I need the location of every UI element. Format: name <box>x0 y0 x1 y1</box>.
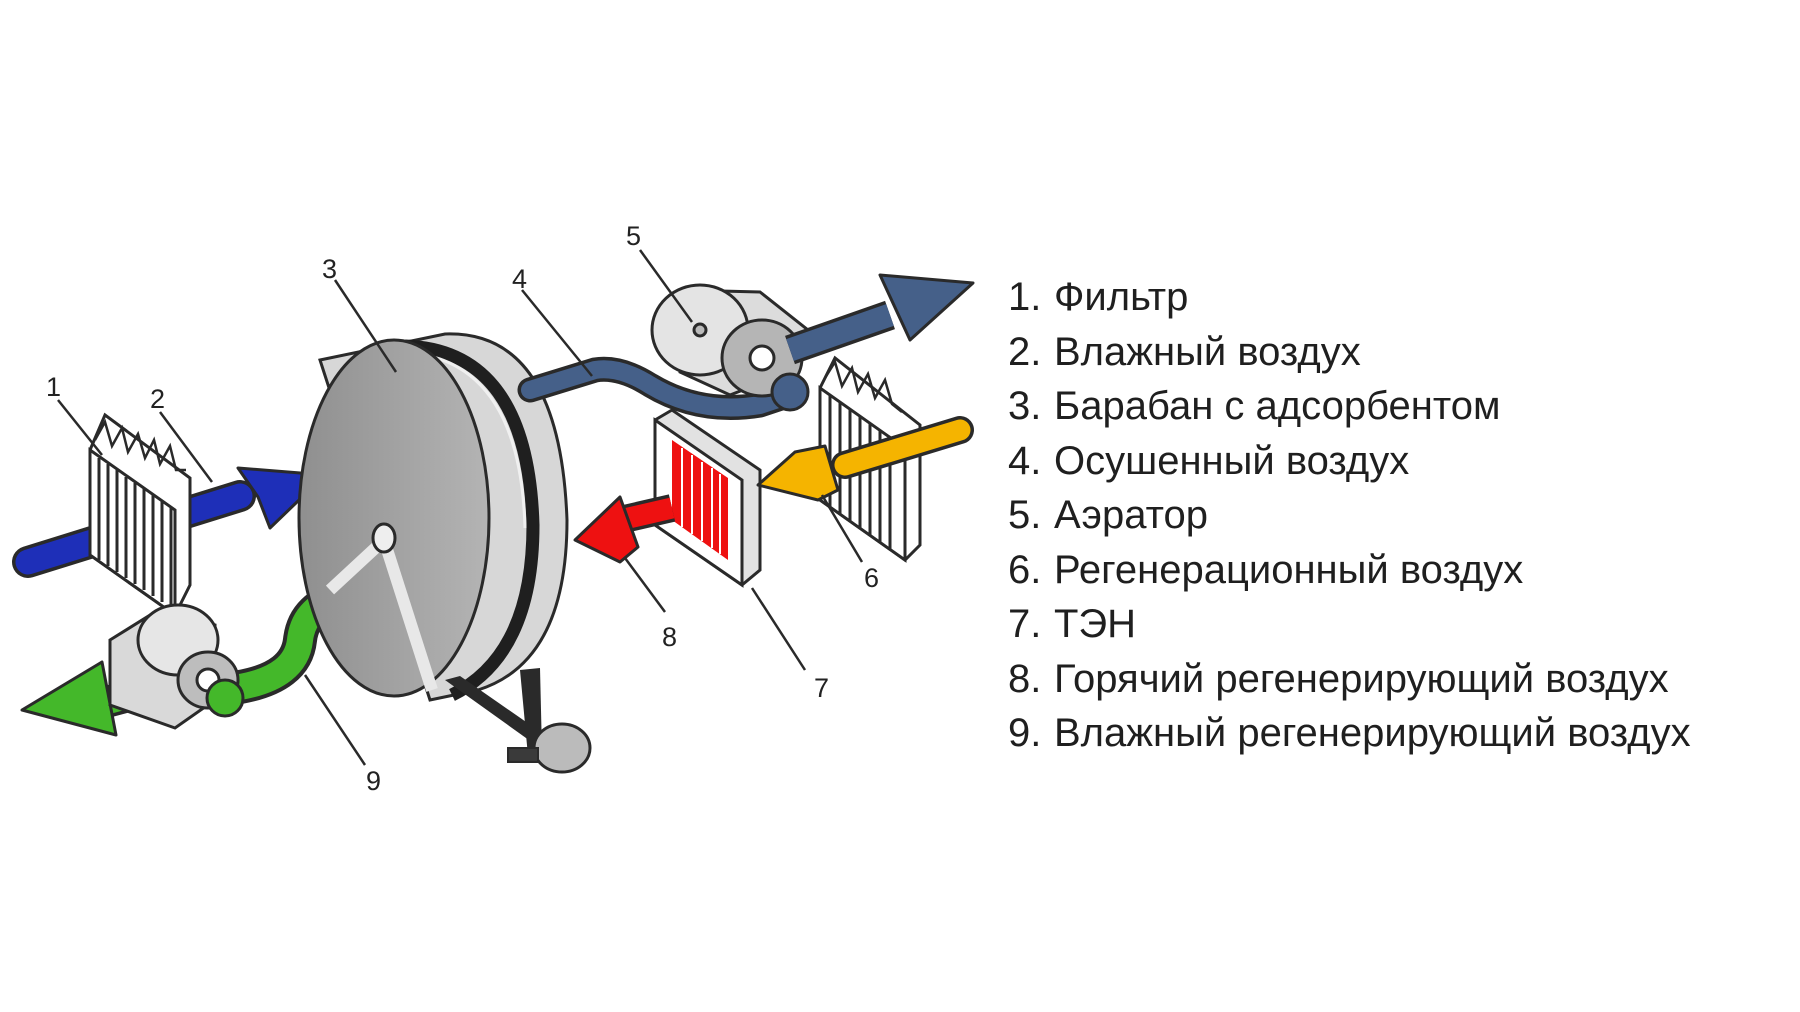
callout-4: 4 <box>512 264 527 294</box>
legend-label: Аэратор <box>1054 493 1208 537</box>
legend-number: 4. <box>1008 438 1042 483</box>
callout-8: 8 <box>662 622 677 652</box>
regen-air-arrowhead <box>756 444 840 502</box>
dried-air-outlet <box>770 273 975 412</box>
callout-leaders <box>57 249 864 766</box>
regen-air-flow <box>756 416 974 502</box>
callout-9: 9 <box>366 766 381 796</box>
callout-2: 2 <box>150 384 165 414</box>
callout-3: 3 <box>322 254 337 284</box>
legend-number: 8. <box>1008 656 1042 701</box>
drive-belt-motor <box>445 668 592 774</box>
legend-item: 4. Осушенный воздух <box>1008 434 1798 489</box>
legend-number: 6. <box>1008 547 1042 592</box>
wet-regen-air-inlet <box>205 678 245 718</box>
legend-item: 2. Влажный воздух <box>1008 325 1798 380</box>
legend-number: 9. <box>1008 711 1042 755</box>
exhaust-fan <box>108 603 240 730</box>
legend-label: Влажный воздух <box>1054 329 1361 374</box>
dried-air-flow <box>517 356 803 420</box>
heating-element <box>653 408 762 588</box>
adsorbent-drum <box>297 332 569 702</box>
legend-label: Влажный регенерирующий воздух <box>1054 711 1691 755</box>
legend-item: 3. Барабан с адсорбентом <box>1008 379 1798 434</box>
legend-number: 5. <box>1008 493 1042 537</box>
legend-label: Фильтр <box>1054 275 1189 319</box>
legend-item: 6. Регенерационный воздух <box>1008 543 1798 598</box>
legend-list: 1. Фильтр 2. Влажный воздух 3. Барабан с ад… <box>1008 270 1798 761</box>
wet-regen-air-arrowhead <box>20 660 118 737</box>
legend-item: 8. Горячий регенерирующий воздух <box>1008 652 1798 707</box>
legend-label: Барабан с адсорбентом <box>1054 384 1501 428</box>
legend-number: 7. <box>1008 602 1042 646</box>
legend-item: 1. Фильтр <box>1008 270 1798 325</box>
callout-7: 7 <box>814 673 829 703</box>
legend-label: Горячий регенерирующий воздух <box>1054 656 1669 701</box>
hot-regen-air-flow <box>573 494 676 564</box>
legend-label: Регенерационный воздух <box>1054 547 1524 592</box>
legend-number: 1. <box>1008 275 1042 319</box>
callout-6: 6 <box>864 563 879 593</box>
legend-item: 9. Влажный регенерирующий воздух <box>1008 706 1798 761</box>
legend-number: 2. <box>1008 329 1042 374</box>
legend-label: Осушенный воздух <box>1054 438 1410 483</box>
legend-item: 5. Аэратор <box>1008 488 1798 543</box>
callout-5: 5 <box>626 221 641 251</box>
filter <box>88 412 192 618</box>
legend-label: ТЭН <box>1054 602 1137 646</box>
legend-item: 7. ТЭН <box>1008 597 1798 652</box>
callout-1: 1 <box>46 372 61 402</box>
hot-regen-air-arrowhead <box>573 495 640 564</box>
dried-air-arrowhead <box>878 273 975 342</box>
legend-number: 3. <box>1008 384 1042 428</box>
